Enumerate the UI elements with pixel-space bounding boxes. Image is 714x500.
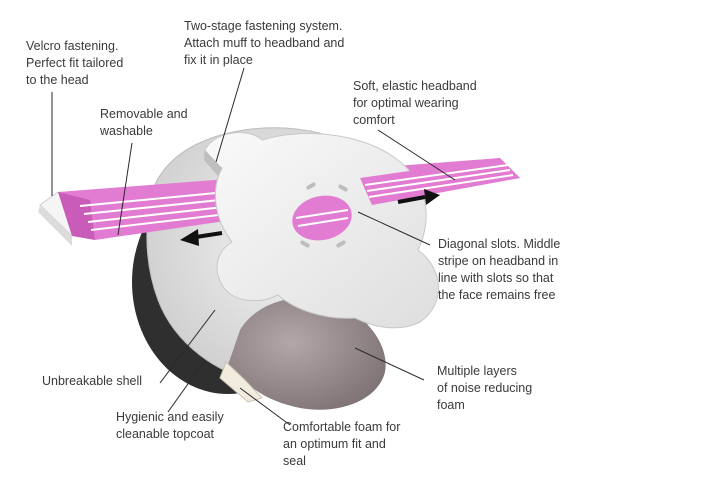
leader-headband — [377, 129, 456, 181]
leader-two-stage — [215, 67, 245, 163]
headband-right — [360, 158, 520, 205]
label-two-stage: Two-stage fastening system. Attach muff … — [184, 19, 345, 67]
leader-hygienic — [167, 359, 206, 413]
label-removable: Removable and washable — [100, 107, 188, 138]
label-shell: Unbreakable shell — [42, 374, 143, 388]
label-foam: Comfortable foam for an optimum fit and … — [283, 420, 401, 468]
label-diagonal: Diagonal slots. Middle stripe on headban… — [438, 237, 561, 302]
fastening-plate — [203, 132, 439, 329]
foam-cushion — [219, 297, 386, 410]
arrow-left-icon — [180, 229, 223, 246]
label-headband: Soft, elastic headband for optimal weari… — [353, 79, 477, 127]
leader-foam — [239, 387, 291, 426]
arrow-right-icon — [397, 189, 440, 205]
leader-removable — [117, 142, 133, 236]
leader-shell — [159, 309, 216, 384]
label-hygienic: Hygienic and easily cleanable topcoat — [116, 410, 224, 441]
label-velcro: Velcro fastening. Perfect fit tailored t… — [26, 39, 124, 87]
label-noise: Multiple layers of noise reducing foam — [437, 364, 533, 412]
leader-diagonal — [357, 211, 431, 246]
leader-noise — [354, 347, 425, 381]
